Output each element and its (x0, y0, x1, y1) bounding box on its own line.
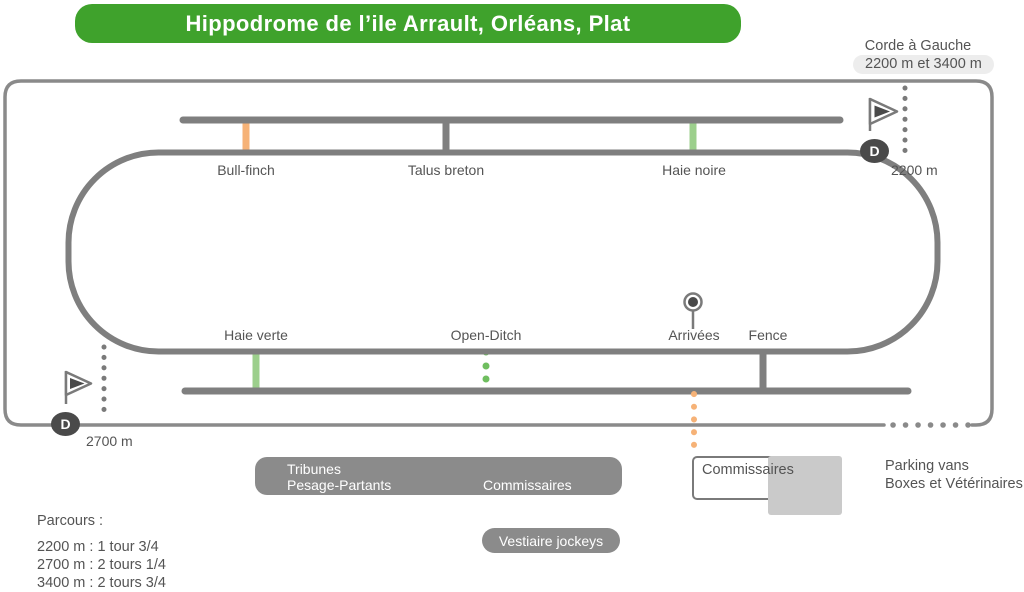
start-2700-label: 2700 m (86, 433, 133, 449)
bull-finch-label: Bull-finch (217, 162, 275, 178)
start-d-badge-2200: D (860, 139, 889, 163)
talus-breton-label: Talus breton (407, 162, 485, 178)
parcours-line-2700: 2700 m : 2 tours 1/4 (37, 557, 166, 573)
race-track-oval (65, 149, 941, 355)
parcours-line-3400: 3400 m : 2 tours 3/4 (37, 575, 166, 591)
start-flag-2200-icon (868, 97, 899, 131)
commissaires-main-label: Commissaires (483, 477, 572, 493)
start-d-badge-2700: D (51, 412, 80, 436)
pesage-partants-label: Pesage-Partants (287, 477, 392, 493)
boxes-veterinaires-label: Boxes et Vétérinaires (885, 476, 1023, 492)
parcours-title: Parcours : (37, 513, 104, 529)
tribunes-label: Tribunes (287, 461, 341, 477)
start-flag-2700-icon (64, 370, 93, 404)
fence-label: Fence (748, 327, 788, 343)
gray-building-square (768, 456, 842, 515)
parking-vans-label: Parking vans (885, 458, 969, 474)
arrivees-label: Arrivées (668, 327, 720, 343)
open-ditch-label: Open-Ditch (450, 327, 522, 343)
vestiaire-jockeys-building: Vestiaire jockeys (482, 528, 620, 553)
haie-noire-label: Haie noire (662, 162, 726, 178)
corde-a-gauche-label: Corde à Gauche (864, 38, 972, 54)
start-2200-label: 2200 m (891, 162, 938, 178)
tribunes-building: Tribunes Pesage-Partants Commissaires (255, 457, 622, 495)
parcours-legend: Parcours : 2200 m : 1 tour 3/4 2700 m : … (37, 512, 166, 592)
finish-pin-icon (683, 292, 703, 329)
outer-boundary (3, 79, 994, 427)
parcours-line-2200: 2200 m : 1 tour 3/4 (37, 539, 159, 555)
commissaires-box-label: Commissaires (702, 462, 794, 478)
page-title: Hippodrome de l’ile Arrault, Orléans, Pl… (75, 4, 741, 43)
corde-distances-badge: 2200 m et 3400 m (853, 55, 994, 74)
haie-verte-label: Haie verte (224, 327, 288, 343)
